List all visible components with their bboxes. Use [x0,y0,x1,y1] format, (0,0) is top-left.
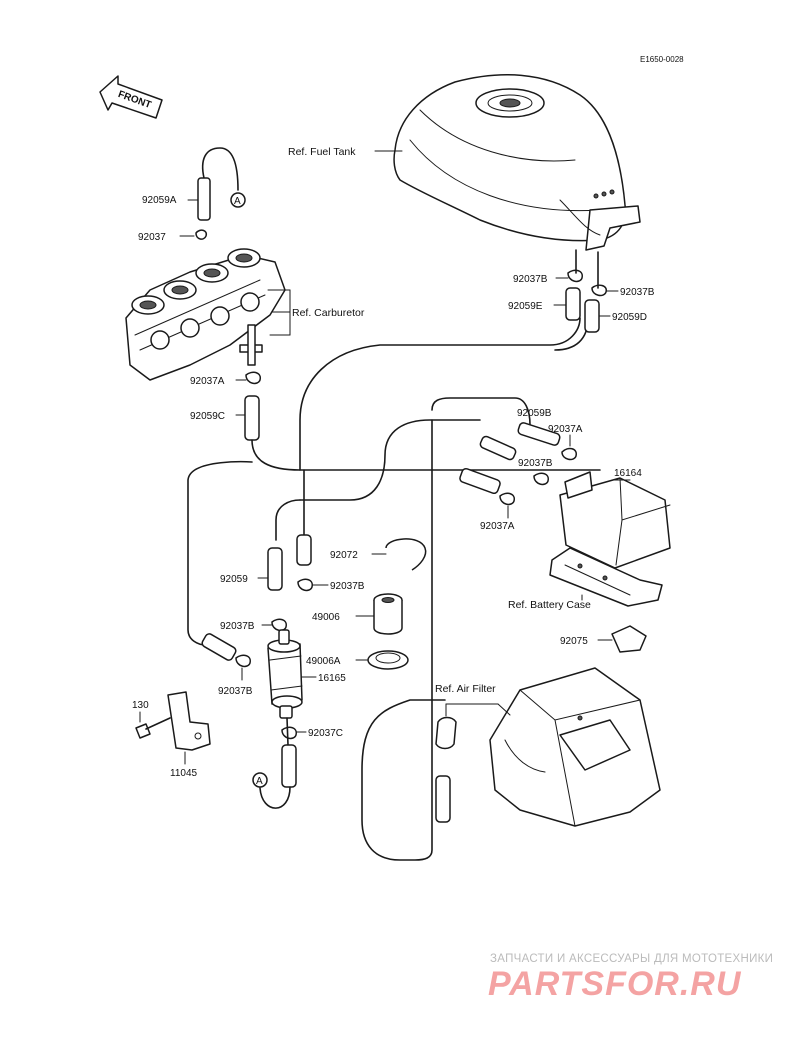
hose-92059B [517,422,561,446]
hose-92059A [197,177,211,221]
part-92059-label: 92059 [220,574,248,585]
part-92059C-label: 92059C [190,411,225,422]
hose-92059D [584,299,600,333]
circle-marker-a-top-label: A [234,196,241,207]
seal-49006A [367,650,409,670]
part-92037B-right2-label: 92037B [620,287,655,298]
pad-92075 [611,625,647,653]
clip-92037B-p [235,654,251,668]
part-92059A-label: 92059A [142,195,177,206]
air-filter-fitting [435,716,457,750]
part-130-label: 130 [132,700,149,711]
clip-92037B-mid [533,472,549,486]
hose-92059C [244,395,260,441]
part-92037A-left-label: 92037A [190,376,225,387]
part-92059D-label: 92059D [612,312,647,323]
clip-92037 [195,229,208,240]
hose-92059E [565,287,581,321]
part-92037B-right-label: 92037B [513,274,548,285]
clip-92037B-right [567,269,583,283]
clip-92037A-right [561,447,577,461]
clip-92037A-left [245,371,261,385]
part-92059B-label: 92059B [517,408,552,419]
part-92037B-left-label: 92037B [220,621,255,632]
battery-case [549,547,663,607]
canister-16164 [559,471,671,569]
fuel-tank [393,74,641,251]
ref-air-filter-label: Ref. Air Filter [435,683,496,695]
ref-fuel-tank-label: Ref. Fuel Tank [288,146,356,158]
part-92059E-label: 92059E [508,301,543,312]
diagram-code: E1650-0028 [640,55,684,64]
circle-marker-a-bottom [252,772,268,788]
part-49006A-label: 49006A [306,656,341,667]
part-16165-label: 16165 [318,673,346,684]
air-filter-box [489,667,661,827]
hose-mid [479,435,517,461]
ref-carburetor-label: Ref. Carburetor [292,307,365,319]
watermark-brand: PARTSFOR.RU [488,965,742,1003]
front-arrow-icon: FRONT [99,75,163,119]
part-92075-label: 92075 [560,636,588,647]
circle-marker-a-top [230,192,246,208]
clip-92037A-bottom [499,492,515,506]
carburetor-assembly [125,248,286,381]
hose-air-filter [435,775,451,823]
bracket-11045 [167,691,211,751]
bolt-130 [135,717,171,739]
hose-92059-left [267,547,283,591]
fuel-pump-16165 [267,629,303,719]
watermark-tagline: ЗАПЧАСТИ И АКСЕССУАРЫ ДЛЯ МОТОТЕХНИКИ [490,953,773,965]
clip-92037B-right2 [591,284,607,297]
part-16164-label: 16164 [614,468,642,479]
part-11045-label: 11045 [170,768,198,779]
part-49006-label: 49006 [312,612,340,623]
part-92037B-mid-label: 92037B [518,458,553,469]
clip-92037B-f [297,578,313,592]
part-92037A-bottom-label: 92037A [480,521,515,532]
part-92037-label: 92037 [138,232,166,243]
part-92037B-f-label: 92037B [330,581,365,592]
hose-bottom [281,744,297,788]
part-92037B-p-label: 92037B [218,686,253,697]
strap-92072 [385,538,427,571]
hose-lower [459,467,501,495]
hose-pump-left [201,633,237,661]
ref-battery-case-label: Ref. Battery Case [508,599,591,611]
clip-92037C [281,726,297,740]
fuel-filter-49006 [373,593,403,635]
part-92037C-label: 92037C [308,728,343,739]
circle-marker-a-bottom-label: A [256,776,263,787]
part-92037A-right-label: 92037A [548,424,583,435]
clip-92037B-left [271,618,287,632]
hose-92059-right [296,534,312,566]
part-92072-label: 92072 [330,550,358,561]
